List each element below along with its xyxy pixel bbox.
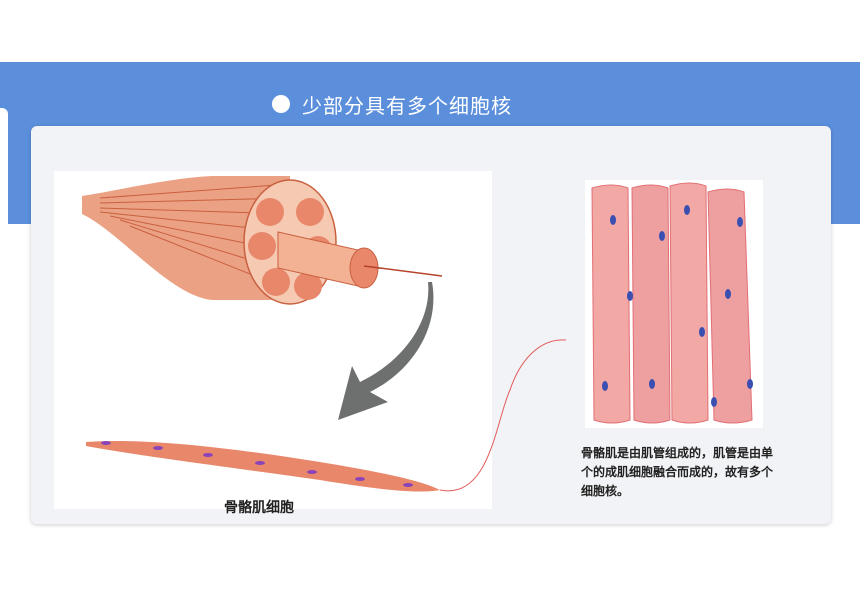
slide-title: 少部分具有多个细胞核 [272,86,512,122]
myotube-illustration [591,182,753,424]
band-notch [0,108,8,224]
myotube-description: 骨骼肌是由肌管组成的，肌管是由单个的成肌细胞融合而成的，故有多个细胞核。 [581,446,774,498]
title-text: 少部分具有多个细胞核 [302,93,512,118]
down-arrow-icon [338,282,434,420]
bullet-dot-icon [272,95,290,113]
muscle-bundle-illustration [82,176,443,305]
skeletal-muscle-cell [86,440,440,492]
skeletal-muscle-cell-label: 骨骼肌细胞 [224,500,294,516]
connector-line [439,339,567,492]
